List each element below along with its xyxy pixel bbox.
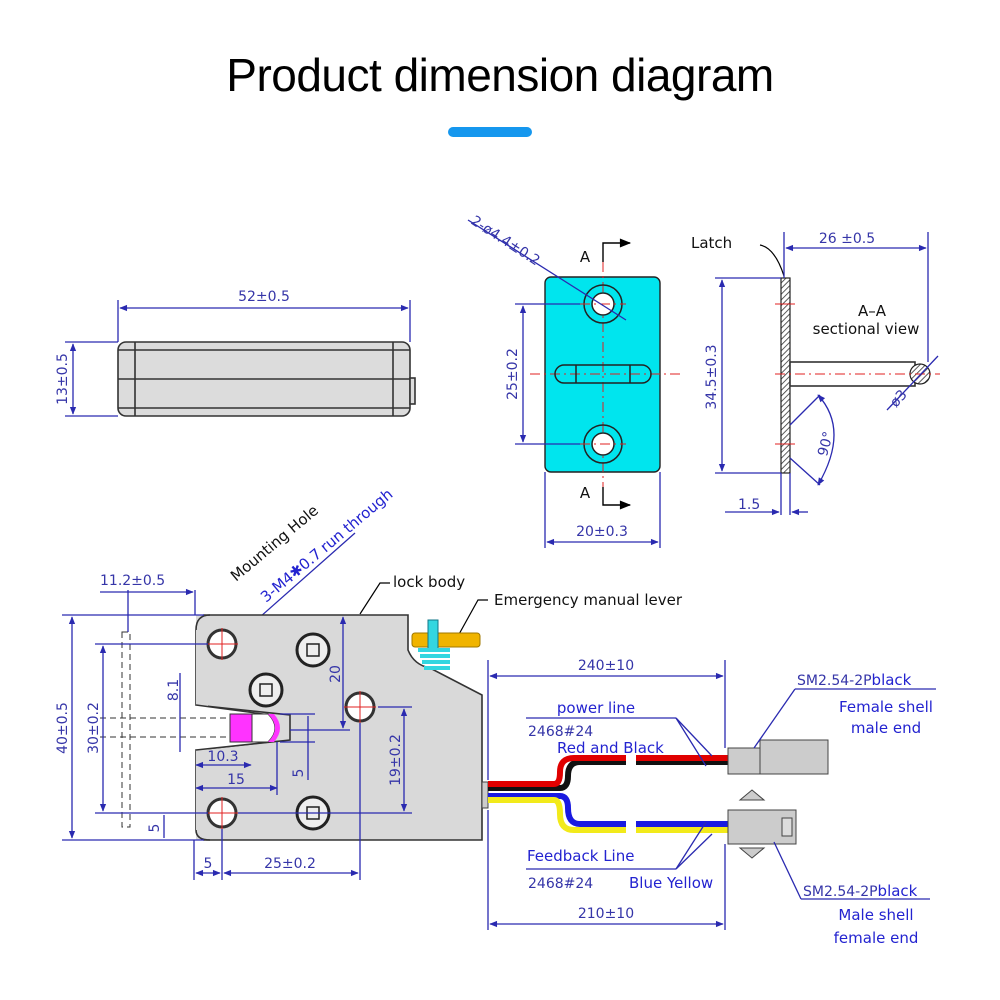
pin-diameter-dim: ø3 [887,387,911,411]
latch-label: Latch [691,234,732,252]
plate-hole-spacing-dim: 25±0.2 [505,348,521,400]
plate-slot [554,364,652,384]
feedback-connector-color: black [878,882,918,900]
screw-2 [248,672,284,708]
edge-offset-y-dim: 5 [147,824,163,833]
power-connector-color: black [872,671,912,689]
section-length-dim: 26 ±0.5 [819,231,875,247]
section-title: A–A [858,302,887,320]
feedback-spec: 2468#24 [528,876,593,892]
plate-hole-dim: 2-ø4.4±0.2 [468,213,543,269]
lock-body-label: lock body [393,573,465,591]
center-height-dim: 20 [328,665,344,683]
feedback-connector-desc-1: Male shell [838,906,913,924]
thread-run-through-label: run through [317,485,397,556]
front-view: Mounting Hole 3-M4✱0.7run through lock b… [55,485,683,880]
top-width-dim: 52±0.5 [238,289,290,305]
feedback-connector-desc-2: female end [834,929,919,947]
section-marker-bottom: A [580,484,591,502]
bolt-length-dim: 15 [227,772,245,788]
front-height-dim: 40±0.5 [55,702,71,754]
hole-horizontal-dim: 25±0.2 [264,856,316,872]
section-marker-top: A [580,248,591,266]
hole-pitch-dim: 30±0.2 [86,702,102,754]
feedback-line-label: Feedback Line [527,847,634,865]
edge-offset-x-dim: 5 [204,856,213,872]
power-spec: 2468#24 [528,724,593,740]
power-line-label: power line [557,699,635,717]
bolt-width-dim: 5 [291,769,307,778]
power-connector-desc-2: male end [851,719,921,737]
offset-dim: 11.2±0.5 [100,573,165,589]
power-colors-label: Red and Black [557,739,664,757]
power-connector-desc-1: Female shell [839,698,933,716]
plate-view: A A 2-ø4.4±0.2 25±0.2 20±0.3 [467,213,680,548]
hole-vertical-dim: 19±0.2 [388,734,404,786]
section-height-dim: 34.5±0.3 [704,344,720,409]
strike-outline [121,631,131,828]
angle-dim: 90° [815,430,837,458]
thickness-dim: 1.5 [738,497,760,513]
top-height-dim: 13±0.5 [55,353,71,405]
screw-1 [295,632,331,668]
mounting-hole-2 [344,691,376,723]
power-connector [727,747,761,775]
svg-text:SM2.54-2Pblack: SM2.54-2Pblack [797,671,912,689]
feedback-colors-label: Blue Yellow [629,874,713,892]
mounting-hole-1 [206,628,238,660]
bolt-depth-dim: 10.3 [207,749,238,765]
wiring: 240±10 power line 2468#24 Red and Black … [481,658,936,947]
slot-dim: 8.1 [166,679,182,701]
feedback-wire-blue [488,793,728,827]
section-view: Latch 26 ±0.5 A–A sectional view 34.5±0.… [691,231,940,516]
feedback-connector-spec: SM2.54-2P [803,884,878,900]
plate-width-dim: 20±0.3 [576,524,628,540]
feedback-length-dim: 210±10 [578,906,634,922]
power-connector-spec: SM2.54-2P [797,673,872,689]
power-wire-black [488,759,728,791]
power-length-dim: 240±10 [578,658,634,674]
lock-bolt [229,713,253,743]
emergency-lever-label: Emergency manual lever [494,591,683,609]
svg-text:SM2.54-2Pblack: SM2.54-2Pblack [803,882,918,900]
top-view: 52±0.5 13±0.5 [55,289,416,417]
section-subtitle: sectional view [813,320,920,338]
page-title: Product dimension diagram [226,49,774,101]
power-wire-red [488,755,728,787]
feedback-wire-yellow [488,797,728,833]
emergency-lever [411,632,481,648]
title-accent-bar [448,127,532,137]
